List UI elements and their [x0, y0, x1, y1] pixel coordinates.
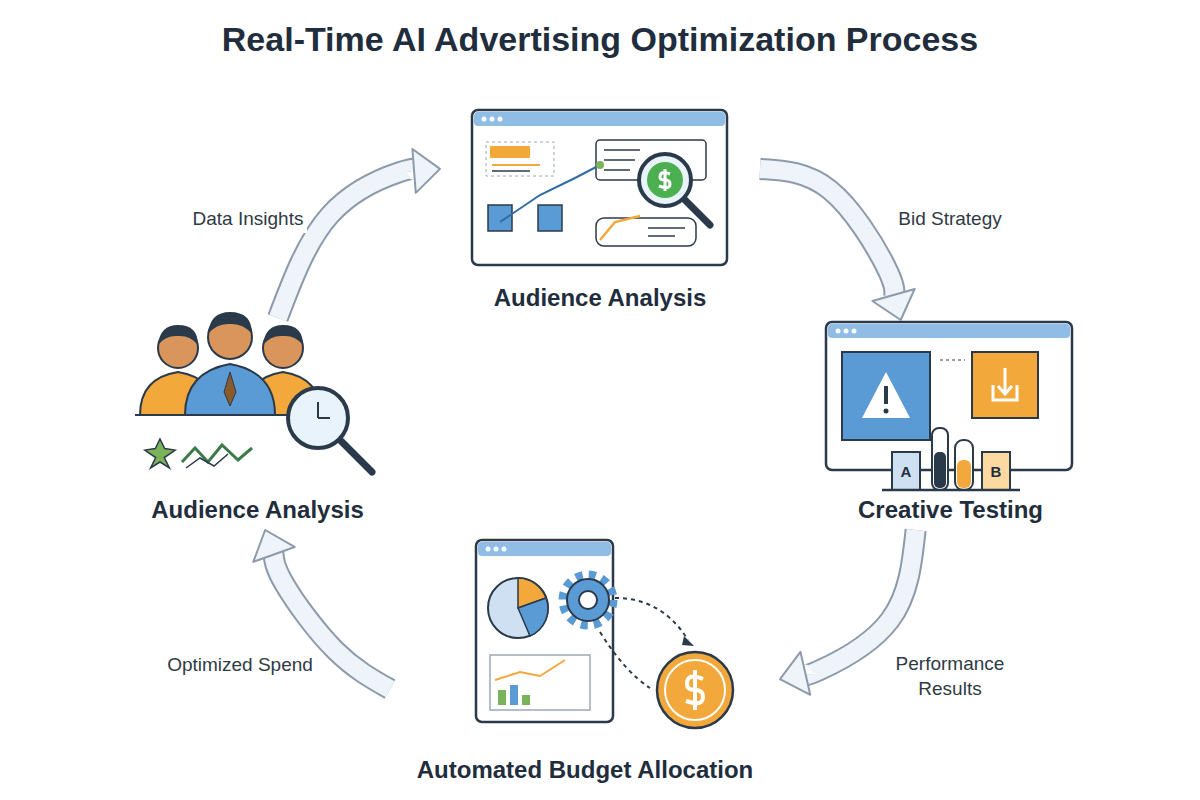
process-step: Automated Budget Allocation [390, 538, 780, 790]
arrow-head [253, 530, 294, 562]
process-step: Audience Analysis [130, 318, 385, 530]
flow-arrow [278, 149, 440, 318]
edge-label: Data Insights [189, 205, 308, 234]
process-step: Audience Analysis [440, 108, 760, 318]
step-label: Audience Analysis [151, 496, 364, 524]
step-label: Automated Budget Allocation [417, 756, 753, 784]
step-label: Creative Testing [858, 496, 1043, 524]
audience-people-icon [135, 312, 372, 472]
arrow-outline [760, 169, 894, 297]
process-step: Creative Testing [826, 320, 1075, 530]
arrow-outline [278, 169, 416, 318]
arrow-body [278, 169, 416, 318]
dashboard-window-icon [472, 110, 727, 265]
edge-label: Optimized Spend [163, 651, 317, 680]
arrow-head [412, 149, 440, 193]
step-label: Audience Analysis [494, 284, 707, 312]
arrow-body [760, 169, 894, 297]
arrow-head [872, 289, 914, 320]
edge-label: Performance Results [881, 650, 1019, 703]
ab-test-window-icon [826, 322, 1072, 490]
arrow-head [780, 652, 810, 695]
flow-arrow [760, 169, 915, 320]
budget-window-icon [476, 540, 733, 728]
diagram-title: Real-Time AI Advertising Optimization Pr… [0, 20, 1200, 59]
variant-letter: B [991, 463, 1002, 480]
variant-letter: A [901, 463, 912, 480]
edge-label: Bid Strategy [894, 205, 1006, 234]
